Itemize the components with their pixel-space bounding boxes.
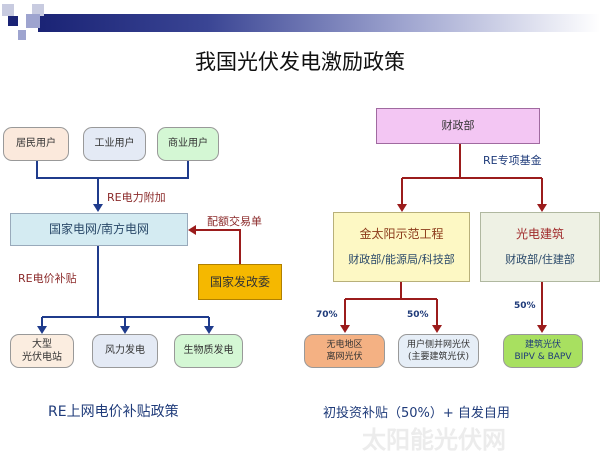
arrow-icon [340,325,350,333]
arrow-icon [188,225,196,235]
re-tariff-label: RE电价补贴 [18,272,77,285]
decor-square [18,30,26,40]
bipv-box: 建筑光伏 BIPV & BAPV [503,334,583,368]
mof-box: 财政部 [376,108,540,144]
fund-connector [401,144,543,205]
decor-square [2,4,14,16]
decor-square [32,4,44,16]
fund-label: RE专项基金 [483,154,542,167]
user-residential: 居民用户 [3,127,69,161]
arrow-icon [93,204,103,212]
golden-sun-title: 金太阳示范工程 [359,227,444,242]
pv-building-title: 光电建筑 [515,227,564,242]
arrow-icon [204,326,214,334]
golden-sun-agencies: 财政部/能源局/科技部 [348,252,455,266]
grid-connector [41,246,210,327]
slide-title: 我国光伏发电激励政策 [195,50,405,74]
quota-connector [196,229,241,264]
pct-user-side: 50% [407,310,429,320]
decor-square [14,4,26,16]
decor-square [26,14,40,28]
arrow-icon [37,326,47,334]
ndrc-box: 国家发改委 [198,264,282,300]
user-side-box: 用户侧并网光伏 (主要建筑光伏) [398,334,479,368]
user-connector [36,161,189,205]
left-caption: RE上网电价补贴政策 [48,404,179,420]
arrow-icon [432,325,442,333]
gen-biomass: 生物质发电 [174,334,243,368]
quota-label: 配额交易单 [207,215,262,228]
pct-bipv: 50% [514,301,536,311]
arrow-icon [537,325,547,333]
golden-sun-box: 金太阳示范工程 财政部/能源局/科技部 [333,212,470,282]
golden-sun-connector [344,282,438,326]
gen-large-pv: 大型 光伏电站 [10,334,74,368]
re-surcharge-label: RE电力附加 [107,191,166,204]
arrow-icon [397,204,407,212]
watermark: 太阳能光伏网 [362,426,506,454]
pct-offgrid: 70% [316,310,338,320]
arrow-icon [120,326,130,334]
header-band [38,14,600,32]
user-industrial: 工业用户 [83,127,146,161]
offgrid-box: 无电地区 离网光伏 [304,334,385,368]
grid-box: 国家电网/南方电网 [10,213,188,246]
arrow-icon [537,204,547,212]
gen-wind: 风力发电 [92,334,158,368]
decor-square [8,16,18,26]
right-caption: 初投资补贴（50%）+ 自发自用 [323,406,510,421]
user-commercial: 商业用户 [157,127,219,161]
pv-building-agencies: 财政部/住建部 [505,252,575,266]
pv-building-box: 光电建筑 财政部/住建部 [480,212,600,282]
